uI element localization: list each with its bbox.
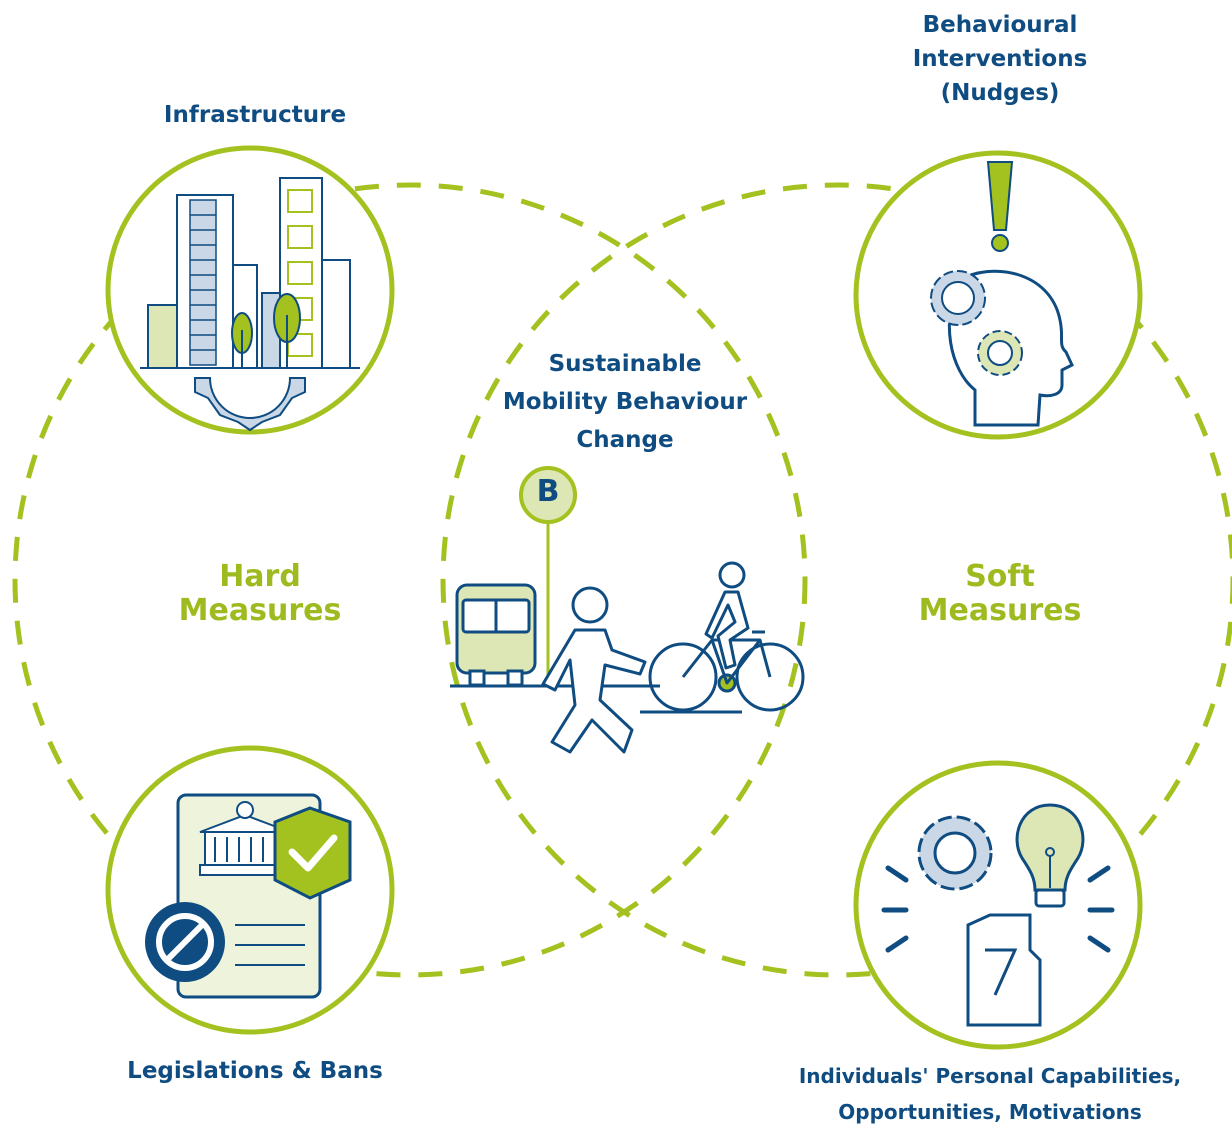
soft-line-1: Soft bbox=[965, 559, 1035, 594]
bus-stop-letter: B bbox=[525, 474, 571, 509]
soft-measures-label: Soft Measures bbox=[890, 560, 1110, 628]
hard-measures-dashed-circle bbox=[12, 182, 808, 978]
center-line-2: Mobility Behaviour bbox=[502, 389, 748, 415]
cyclist-icon bbox=[648, 561, 805, 712]
individuals-label: Individuals' Personal Capabilities, Oppo… bbox=[752, 1058, 1228, 1130]
bus-stop-icon bbox=[519, 466, 577, 685]
nudges-line-3: (Nudges) bbox=[940, 80, 1060, 106]
gear-lightbulb-hand-icon bbox=[853, 760, 1143, 1050]
individuals-line-1: Individuals' Personal Capabilities, bbox=[798, 1064, 1182, 1088]
center-line-1: Sustainable bbox=[548, 351, 702, 377]
bus-icon bbox=[455, 583, 537, 687]
head-gears-exclamation-icon bbox=[853, 150, 1143, 440]
nudges-line-2: Interventions bbox=[912, 46, 1088, 72]
soft-measures-dashed-circle bbox=[440, 182, 1232, 978]
nudges-label: Behavioural Interventions (Nudges) bbox=[850, 8, 1150, 110]
hard-measures-label: Hard Measures bbox=[150, 560, 370, 628]
center-line-3: Change bbox=[576, 427, 674, 453]
infrastructure-label: Infrastructure bbox=[125, 102, 385, 128]
legislation-text: Legislations & Bans bbox=[127, 1058, 383, 1084]
hard-line-2: Measures bbox=[178, 593, 342, 628]
center-label: Sustainable Mobility Behaviour Change bbox=[455, 345, 795, 459]
legislation-label: Legislations & Bans bbox=[95, 1058, 415, 1084]
bus-stop-letter-text: B bbox=[536, 474, 560, 509]
document-parliament-ban-check-icon bbox=[105, 745, 395, 1035]
hard-line-1: Hard bbox=[219, 559, 301, 594]
infrastructure-text: Infrastructure bbox=[163, 102, 347, 128]
buildings-gear-icon bbox=[105, 145, 395, 435]
pedestrian-icon bbox=[541, 586, 647, 754]
soft-line-2: Measures bbox=[918, 593, 1082, 628]
nudges-line-1: Behavioural bbox=[922, 12, 1078, 38]
individuals-line-2: Opportunities, Motivations bbox=[838, 1100, 1142, 1124]
